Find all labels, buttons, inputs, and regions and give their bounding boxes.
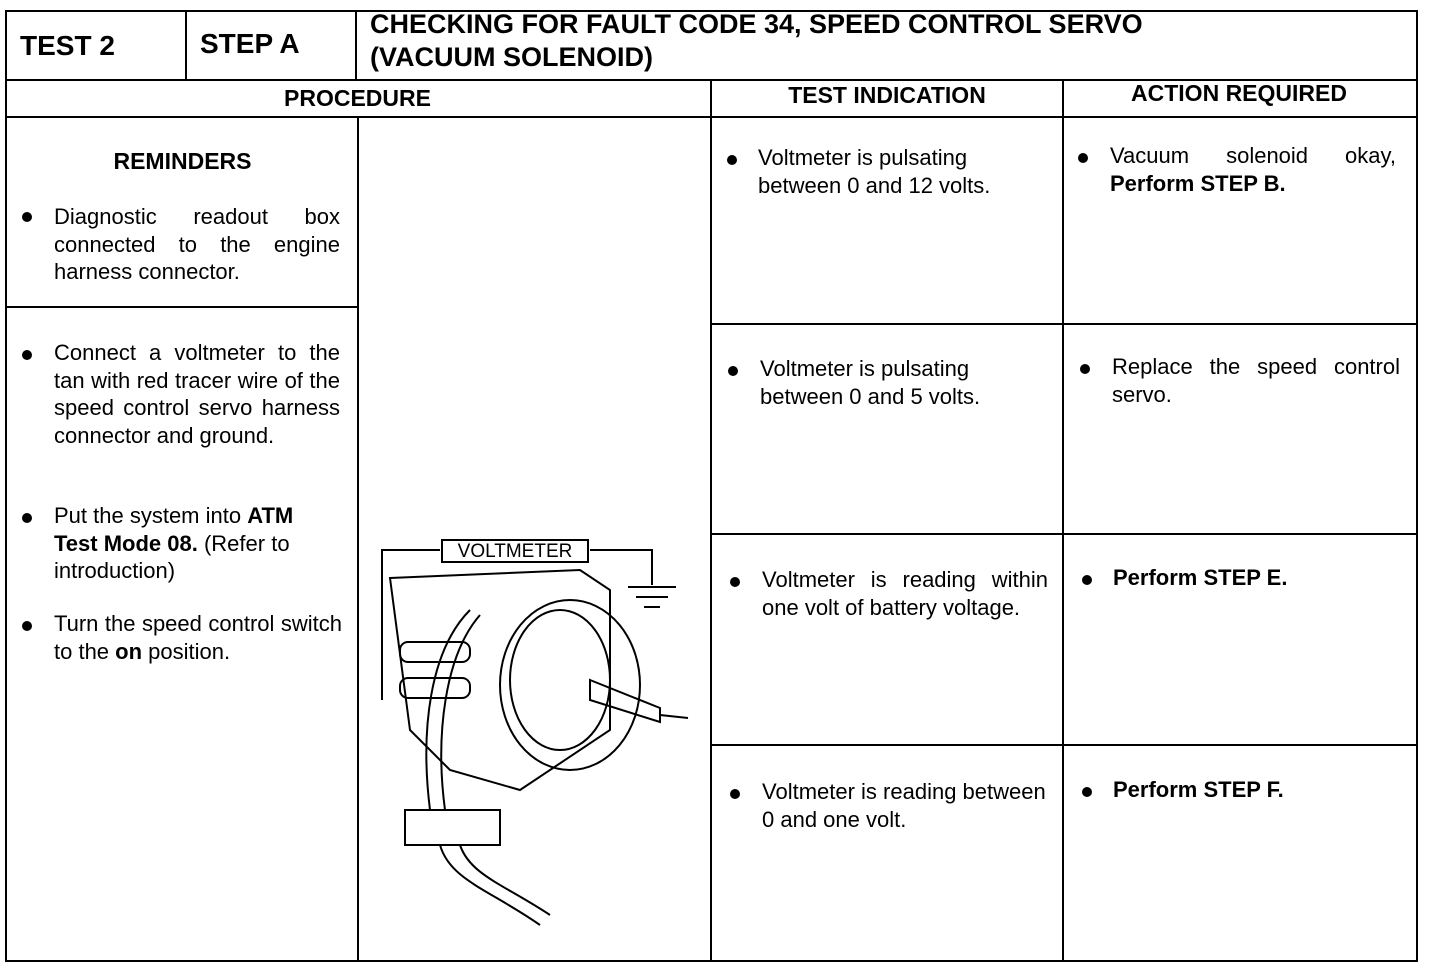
servo-diaphragm-inner (509, 609, 611, 751)
procedure-header: PROCEDURE (284, 85, 431, 111)
procedure-step-3: Turn the speed control switch to the on … (54, 610, 342, 665)
action-required: Perform STEP E. (1113, 564, 1401, 592)
text: Turn the speed control switch to the (54, 611, 342, 664)
bullet-icon (1078, 153, 1088, 163)
bullet-icon (22, 621, 32, 631)
harness-lead (439, 844, 551, 926)
bullet-icon (727, 155, 737, 165)
title-line: CHECKING FOR FAULT CODE 34, SPEED CONTRO… (370, 9, 1143, 39)
servo-body (388, 568, 611, 792)
text-bold: on (115, 638, 143, 664)
text: Put the system into (54, 503, 248, 528)
text-bold: ATM Test Mode 08. (54, 503, 294, 556)
divider (710, 744, 1418, 746)
text: Vacuum solenoid okay, (1110, 143, 1396, 168)
reminders-title: REMINDERS (113, 148, 252, 174)
divider (710, 323, 1418, 325)
reminder-item: Diagnostic readout box connected to the … (54, 204, 340, 284)
test-indication: Voltmeter is pulsating between 0 and 12 … (758, 145, 991, 198)
test-number: TEST 2 (20, 30, 115, 61)
probe-tip (659, 714, 689, 719)
text: Replace the speed control servo. (1112, 354, 1400, 407)
action-required: Perform STEP F. (1113, 776, 1401, 804)
text-bold: Perform STEP B. (1110, 170, 1286, 196)
action-required: Replace the speed control servo. (1112, 353, 1400, 408)
bullet-icon (22, 350, 32, 360)
bullet-icon (1082, 787, 1092, 797)
servo-diaphragm (499, 599, 641, 771)
voltmeter-box (441, 539, 589, 563)
text: position. (142, 638, 231, 664)
divider (710, 80, 712, 962)
bullet-icon (22, 513, 32, 523)
bullet-icon (1080, 364, 1090, 374)
procedure-step-1: Connect a voltmeter to the tan with red … (54, 340, 340, 448)
divider (1062, 80, 1064, 962)
text-bold: Perform STEP F. (1113, 777, 1284, 802)
divider (710, 533, 1418, 535)
ground-wire (590, 549, 653, 585)
test-indication: Voltmeter is reading within one volt of … (762, 567, 1048, 620)
divider (357, 117, 359, 962)
probe-wire (381, 549, 440, 700)
servo-voltmeter-illustration: VOLTMETER (381, 539, 689, 926)
harness-wire (440, 614, 481, 811)
test-indication: Voltmeter is pulsating between 0 and 5 v… (760, 356, 981, 409)
title-line: (VACUUM SOLENOID) (370, 42, 653, 72)
divider (185, 10, 187, 80)
ground-icon (628, 586, 676, 608)
procedure-step-2: Put the system into ATM Test Mode 08. (R… (54, 502, 342, 585)
step-label: STEP A (200, 28, 300, 59)
bullet-icon (728, 366, 738, 376)
page-title: CHECKING FOR FAULT CODE 34, SPEED CONTRO… (370, 8, 1143, 74)
test-indication: Voltmeter is reading between 0 and one v… (762, 779, 1046, 832)
servo-nipple (589, 678, 661, 724)
bullet-icon (22, 212, 32, 222)
divider (355, 10, 357, 80)
vacuum-hose (399, 641, 471, 663)
action-required: Vacuum solenoid okay, Perform STEP B. (1110, 142, 1396, 197)
harness-wire (425, 609, 471, 811)
bullet-icon (1082, 575, 1092, 585)
text: (Refer to introduction) (54, 530, 290, 584)
harness-connector (404, 809, 501, 846)
text-bold: Perform STEP E. (1113, 565, 1288, 590)
test-indication-header: TEST INDICATION (788, 82, 986, 108)
action-required-header: ACTION REQUIRED (1131, 80, 1347, 106)
divider (5, 306, 358, 308)
bullet-icon (730, 789, 740, 799)
voltmeter-label: VOLTMETER (458, 541, 573, 562)
bullet-icon (730, 577, 740, 587)
